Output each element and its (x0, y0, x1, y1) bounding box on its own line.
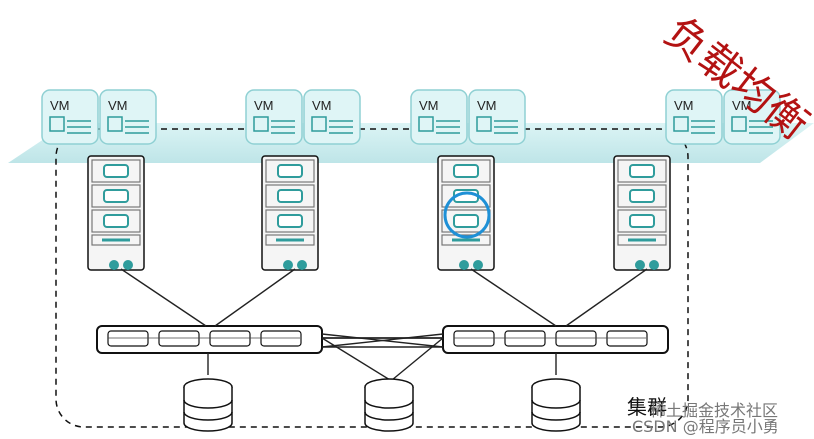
storage-right (531, 378, 581, 432)
chip-icon (673, 116, 689, 132)
vm-group-3: VM VM (410, 89, 526, 145)
vm-label: VM (50, 98, 70, 113)
server-1 (87, 155, 145, 271)
vm-box: VM (723, 89, 781, 145)
vm-label: VM (108, 98, 128, 113)
platform-band (8, 123, 814, 163)
vm-box: VM (665, 89, 723, 145)
chip-icon (49, 116, 65, 132)
chip-icon (418, 116, 434, 132)
vm-box: VM (468, 89, 526, 145)
chip-icon (253, 116, 269, 132)
vm-label: VM (732, 98, 752, 113)
highlight-circle (443, 191, 491, 239)
vm-label: VM (312, 98, 332, 113)
vm-box: VM (245, 89, 303, 145)
vm-group-2: VM VM (245, 89, 361, 145)
chip-icon (311, 116, 327, 132)
vm-label: VM (419, 98, 439, 113)
vm-label: VM (477, 98, 497, 113)
watermark-sub: CSDN @程序员小勇 (632, 417, 779, 436)
watermark-main: 稀土掘金技术社区 (650, 401, 778, 420)
server-4 (613, 155, 671, 271)
vm-box: VM (41, 89, 99, 145)
cluster-label: 集群 (627, 395, 667, 419)
vm-label: VM (674, 98, 694, 113)
vm-box: VM (410, 89, 468, 145)
switch-right (442, 325, 669, 354)
chip-icon (731, 116, 747, 132)
vm-label: VM (254, 98, 274, 113)
vm-group-1: VM VM (41, 89, 157, 145)
connections (120, 268, 648, 381)
chip-icon (107, 116, 123, 132)
switch-left (96, 325, 323, 354)
server-2 (261, 155, 319, 271)
storage-center (364, 378, 414, 432)
vm-box: VM (303, 89, 361, 145)
vm-group-4: VM VM (665, 89, 781, 145)
chip-icon (476, 116, 492, 132)
storage-left (183, 378, 233, 432)
vm-box: VM (99, 89, 157, 145)
